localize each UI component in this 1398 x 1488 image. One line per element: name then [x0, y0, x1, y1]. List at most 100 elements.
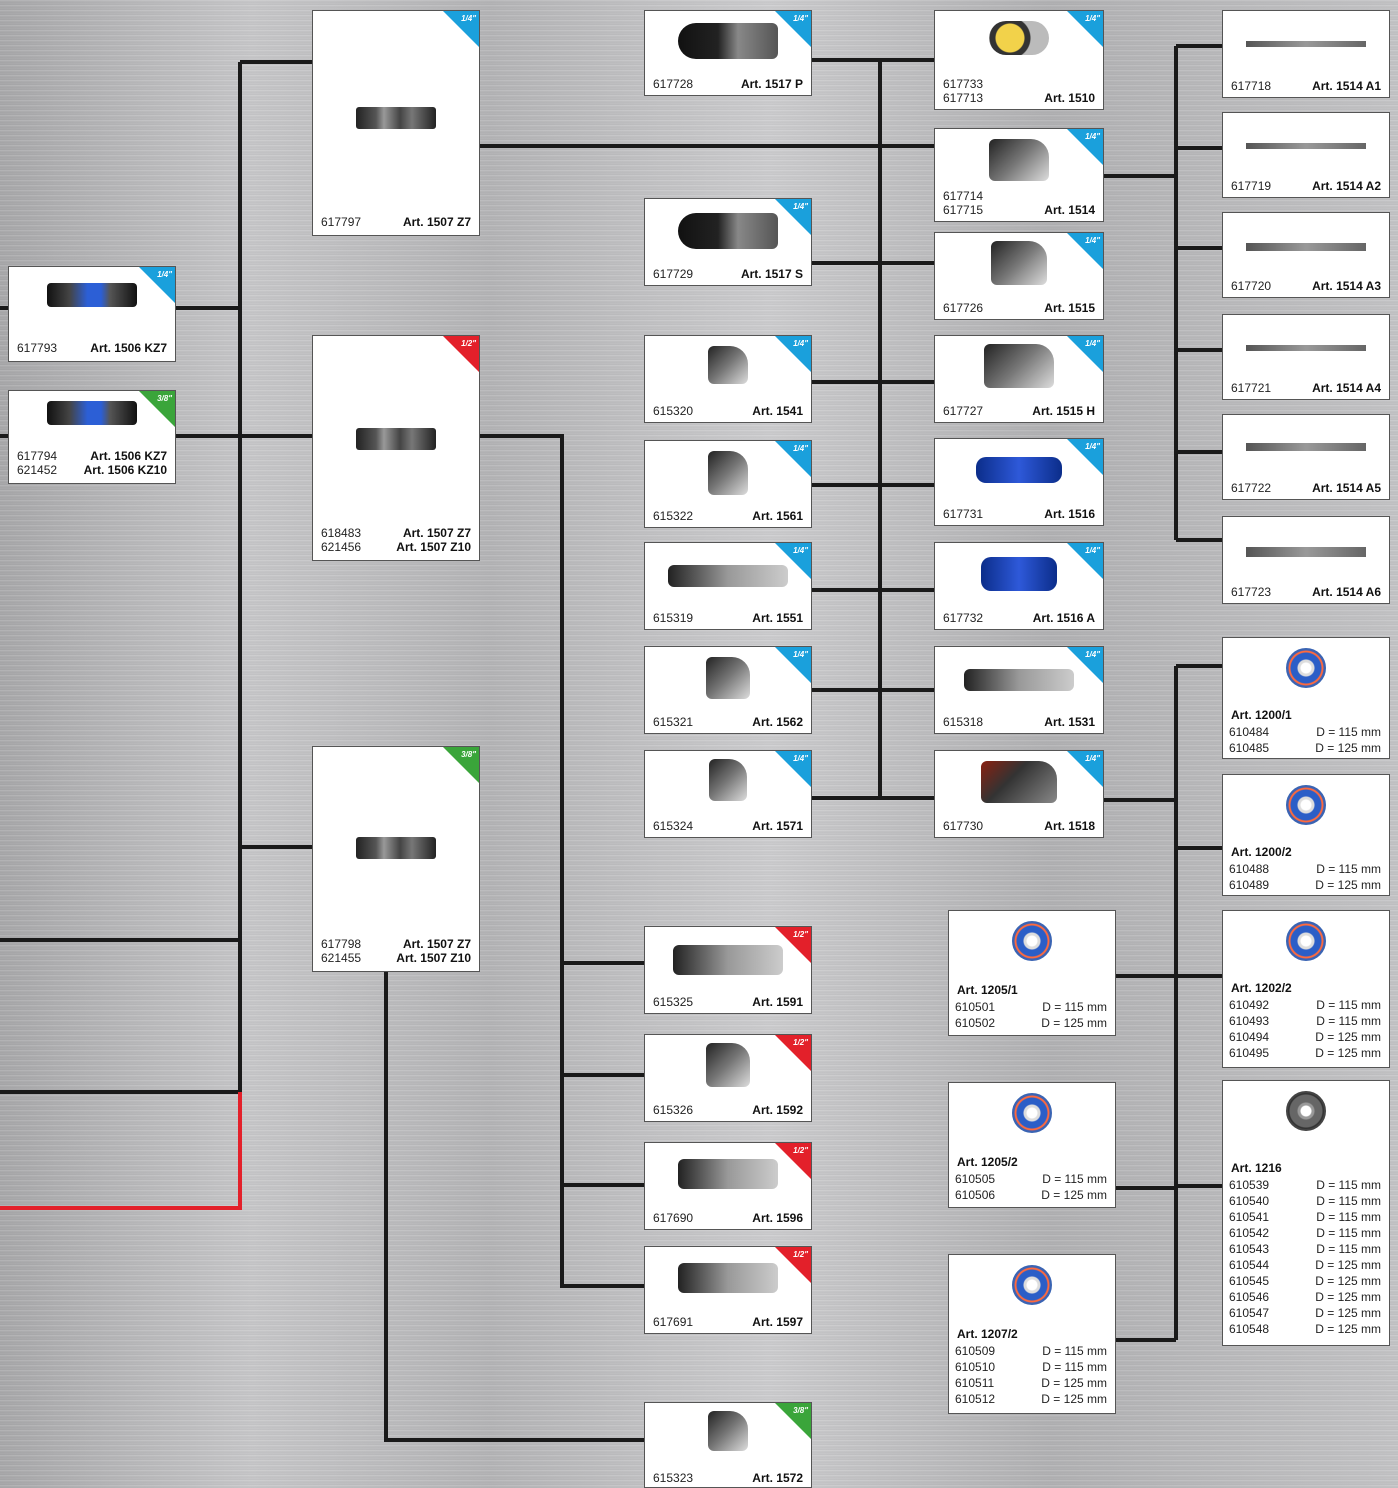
product-card-1518[interactable]: 1/4" 617730 Art. 1518 [934, 750, 1104, 838]
size-badge [775, 1403, 811, 1439]
cutting-disc-icon [1012, 921, 1052, 961]
article-code: 615320 [653, 404, 694, 418]
disc-title: Art. 1205/2 [957, 1155, 1018, 1169]
product-card-1514-a2[interactable]: 617719 Art. 1514 A2 [1222, 112, 1390, 198]
coupler-icon [356, 837, 436, 859]
article-number: Art. 1506 KZ7 [90, 341, 167, 355]
article-number: Art. 1517 S [740, 267, 803, 281]
size-badge [775, 1247, 811, 1283]
chisel-icon [1246, 41, 1366, 47]
size-badge [1067, 439, 1103, 475]
article-number: Art. 1592 [752, 1103, 803, 1117]
product-card-1571[interactable]: 1/4" 615324 Art. 1571 [644, 750, 812, 838]
article-code: 617723 [1231, 585, 1272, 599]
product-card-1572[interactable]: 3/8" 615323 Art. 1572 [644, 1402, 812, 1488]
long-impact-wrench-icon [678, 1159, 778, 1189]
polisher-icon [989, 21, 1049, 55]
article-number: Art. 1561 [752, 509, 803, 523]
product-card-1531[interactable]: 1/4" 615318 Art. 1531 [934, 646, 1104, 734]
impact-wrench-icon [706, 657, 750, 699]
product-card-1514-a1[interactable]: 617718 Art. 1514 A1 [1222, 10, 1390, 98]
article-number: Art. 1591 [752, 995, 803, 1009]
size-badge [1067, 336, 1103, 372]
impact-wrench-icon [706, 1043, 750, 1087]
ratchet-icon [668, 565, 788, 587]
product-card-1592[interactable]: 1/2" 615326 Art. 1592 [644, 1034, 812, 1122]
chisel-icon [1246, 547, 1366, 557]
article-code: 617718 [1231, 79, 1272, 93]
product-card-1514-a3[interactable]: 617720 Art. 1514 A3 [1222, 212, 1390, 298]
product-card-1515[interactable]: 1/4" 617726 Art. 1515 [934, 232, 1104, 320]
article-code: 615324 [653, 819, 694, 833]
product-card-1506-kz7[interactable]: 1/4" 617793 Art. 1506 KZ7 [8, 266, 176, 362]
chisel-icon [1246, 443, 1366, 451]
size-badge [775, 441, 811, 477]
coupler-icon [356, 107, 436, 129]
long-impact-wrench-icon [673, 945, 783, 975]
product-card-1541[interactable]: 1/4" 615320 Art. 1541 [644, 335, 812, 423]
product-card-1515-h[interactable]: 1/4" 617727 Art. 1515 H [934, 335, 1104, 423]
product-card-1517-p[interactable]: 1/4" 617728 Art. 1517 P [644, 10, 812, 96]
article-code: 617720 [1231, 279, 1272, 293]
size-badge [1067, 129, 1103, 165]
size-badge [443, 11, 479, 47]
cutting-disc-icon [1286, 785, 1326, 825]
product-card-1517-s[interactable]: 1/4" 617729 Art. 1517 S [644, 198, 812, 286]
disc-title: Art. 1200/1 [1231, 708, 1292, 722]
product-card-1514-a4[interactable]: 617721 Art. 1514 A4 [1222, 314, 1390, 400]
product-card-1596[interactable]: 1/2" 617690 Art. 1596 [644, 1142, 812, 1230]
sander-icon [678, 213, 778, 249]
cutting-disc-icon [1286, 921, 1326, 961]
disc-title: Art. 1216 [1231, 1161, 1282, 1175]
size-badge [1067, 751, 1103, 787]
coupler-icon [356, 428, 436, 450]
article-number: Art. 1516 [1044, 507, 1095, 521]
chisel-hammer-icon [989, 139, 1049, 181]
article-code: 615326 [653, 1103, 694, 1117]
product-card-1561[interactable]: 1/4" 615322 Art. 1561 [644, 440, 812, 528]
product-card-1514-a6[interactable]: 617723 Art. 1514 A6 [1222, 516, 1390, 604]
product-card-1591[interactable]: 1/2" 615325 Art. 1591 [644, 926, 812, 1014]
article-code: 617730 [943, 819, 984, 833]
product-card-1562[interactable]: 1/4" 615321 Art. 1562 [644, 646, 812, 734]
long-impact-wrench-icon [678, 1263, 778, 1293]
article-code: 617732 [943, 611, 984, 625]
product-card-1516[interactable]: 1/4" 617731 Art. 1516 [934, 438, 1104, 526]
cutting-disc-icon [1286, 648, 1326, 688]
size-badge [1067, 11, 1103, 47]
size-badge [139, 391, 175, 427]
product-card-1507-z7-a[interactable]: 1/4" 617797 Art. 1507 Z7 [312, 10, 480, 236]
product-card-1516-a[interactable]: 1/4" 617732 Art. 1516 A [934, 542, 1104, 630]
impact-wrench-icon [709, 759, 747, 801]
article-code: 615323 [653, 1471, 694, 1485]
product-card-1551[interactable]: 1/4" 615319 Art. 1551 [644, 542, 812, 630]
article-number: Art. 1596 [752, 1211, 803, 1225]
product-card-1514-a5[interactable]: 617722 Art. 1514 A5 [1222, 414, 1390, 500]
cutting-disc-icon [1012, 1093, 1052, 1133]
coupler-blue-icon [47, 283, 137, 307]
product-card-1597[interactable]: 1/2" 617691 Art. 1597 [644, 1246, 812, 1334]
article-number: Art. 1514 A1 [1312, 79, 1381, 93]
article-number: Art. 1514 A3 [1312, 279, 1381, 293]
